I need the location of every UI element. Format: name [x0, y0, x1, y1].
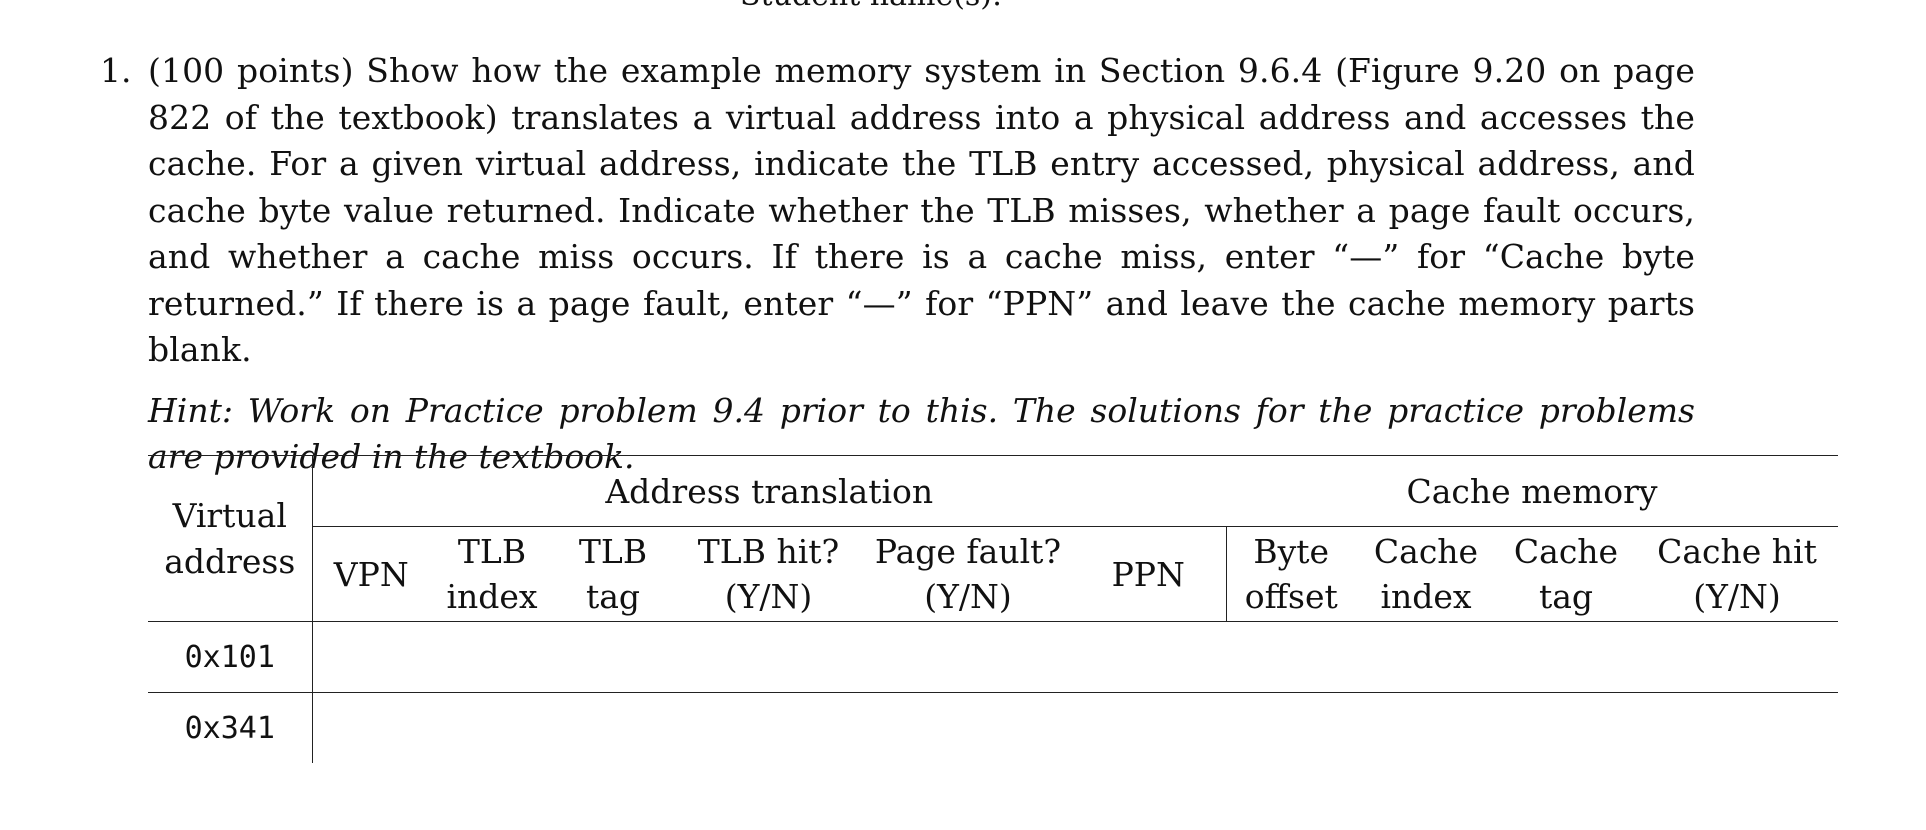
answer-cell-vpn[interactable]: [312, 621, 430, 693]
answer-cell-vpn[interactable]: [312, 693, 430, 764]
problem-statement: (100 points) Show how the example memory…: [148, 51, 1695, 369]
answer-cell-tlb-index[interactable]: [430, 621, 554, 693]
answer-cell-page-fault[interactable]: [865, 693, 1071, 764]
answer-cell-byte-offset[interactable]: [1226, 621, 1356, 693]
answer-table: Virtual address Address translation Cach…: [148, 455, 1838, 763]
cache-memory-group-header: Cache memory: [1226, 455, 1838, 527]
virtual-address-cell: 0x101: [148, 621, 313, 693]
va-header-line1: Virtual: [172, 495, 287, 535]
col-byte-offset: Byte offset: [1225, 526, 1356, 622]
col-cache-index-line1: Cache: [1373, 532, 1479, 571]
col-cache-hit-line1: Cache hit: [1657, 532, 1817, 571]
answer-cell-byte-offset[interactable]: [1226, 693, 1356, 764]
col-byte-offset-line2: offset: [1244, 577, 1338, 616]
col-tlb-tag-line1: TLB: [578, 532, 648, 571]
col-tlb-index-line2: index: [446, 577, 538, 616]
answer-cell-cache-tag[interactable]: [1496, 693, 1636, 764]
problem-number: 1.: [100, 51, 132, 90]
virtual-address-header: Virtual address: [148, 455, 313, 622]
answer-cell-page-fault[interactable]: [865, 621, 1071, 693]
col-cache-index: Cache index: [1356, 526, 1496, 622]
answer-cell-tlb-tag[interactable]: [554, 621, 672, 693]
table-row: 0x101: [148, 621, 1838, 693]
table-row: 0x341: [148, 692, 1838, 764]
col-cache-tag-line2: tag: [1538, 577, 1594, 616]
col-tlb-index: TLB index: [430, 526, 554, 622]
problem-1: 1. (100 points) Show how the example mem…: [100, 48, 1695, 481]
answer-cell-tlb-tag[interactable]: [554, 693, 672, 764]
answer-cell-cache-index[interactable]: [1356, 693, 1496, 764]
col-tlb-hit-line1: TLB hit?: [697, 532, 840, 571]
col-tlb-tag: TLB tag: [554, 526, 672, 622]
col-cache-tag-line1: Cache: [1513, 532, 1619, 571]
answer-cell-tlb-index[interactable]: [430, 693, 554, 764]
col-tlb-hit: TLB hit? (Y/N): [672, 526, 865, 622]
col-vpn: VPN: [312, 526, 430, 622]
va-header-line2: address: [164, 541, 296, 581]
virtual-address-cell: 0x341: [148, 692, 313, 763]
answer-cell-ppn[interactable]: [1071, 621, 1226, 693]
answer-cell-cache-hit[interactable]: [1636, 621, 1838, 693]
col-ppn: PPN: [1071, 526, 1226, 622]
answer-cell-cache-tag[interactable]: [1496, 621, 1636, 693]
col-cache-hit-line2: (Y/N): [1693, 577, 1781, 616]
col-tlb-tag-line2: tag: [585, 577, 641, 616]
answer-cell-cache-index[interactable]: [1356, 621, 1496, 693]
answer-table-container: Virtual address Address translation Cach…: [148, 455, 1838, 763]
col-page-fault-line1: Page fault?: [874, 532, 1062, 571]
col-tlb-index-line1: TLB: [457, 532, 527, 571]
col-cache-hit: Cache hit (Y/N): [1636, 526, 1838, 622]
col-page-fault-line2: (Y/N): [924, 577, 1012, 616]
student-name-label-cut: Student name(s):: [740, 0, 1002, 13]
answer-cell-ppn[interactable]: [1071, 693, 1226, 764]
answer-cell-tlb-hit[interactable]: [672, 621, 865, 693]
address-translation-group-header: Address translation: [312, 455, 1226, 527]
col-tlb-hit-line2: (Y/N): [724, 577, 813, 616]
col-byte-offset-line1: Byte: [1253, 532, 1330, 571]
col-cache-tag: Cache tag: [1496, 526, 1636, 622]
col-page-fault: Page fault? (Y/N): [865, 526, 1071, 622]
col-cache-index-line2: index: [1380, 577, 1472, 616]
answer-cell-cache-hit[interactable]: [1636, 693, 1838, 764]
answer-cell-tlb-hit[interactable]: [672, 693, 865, 764]
